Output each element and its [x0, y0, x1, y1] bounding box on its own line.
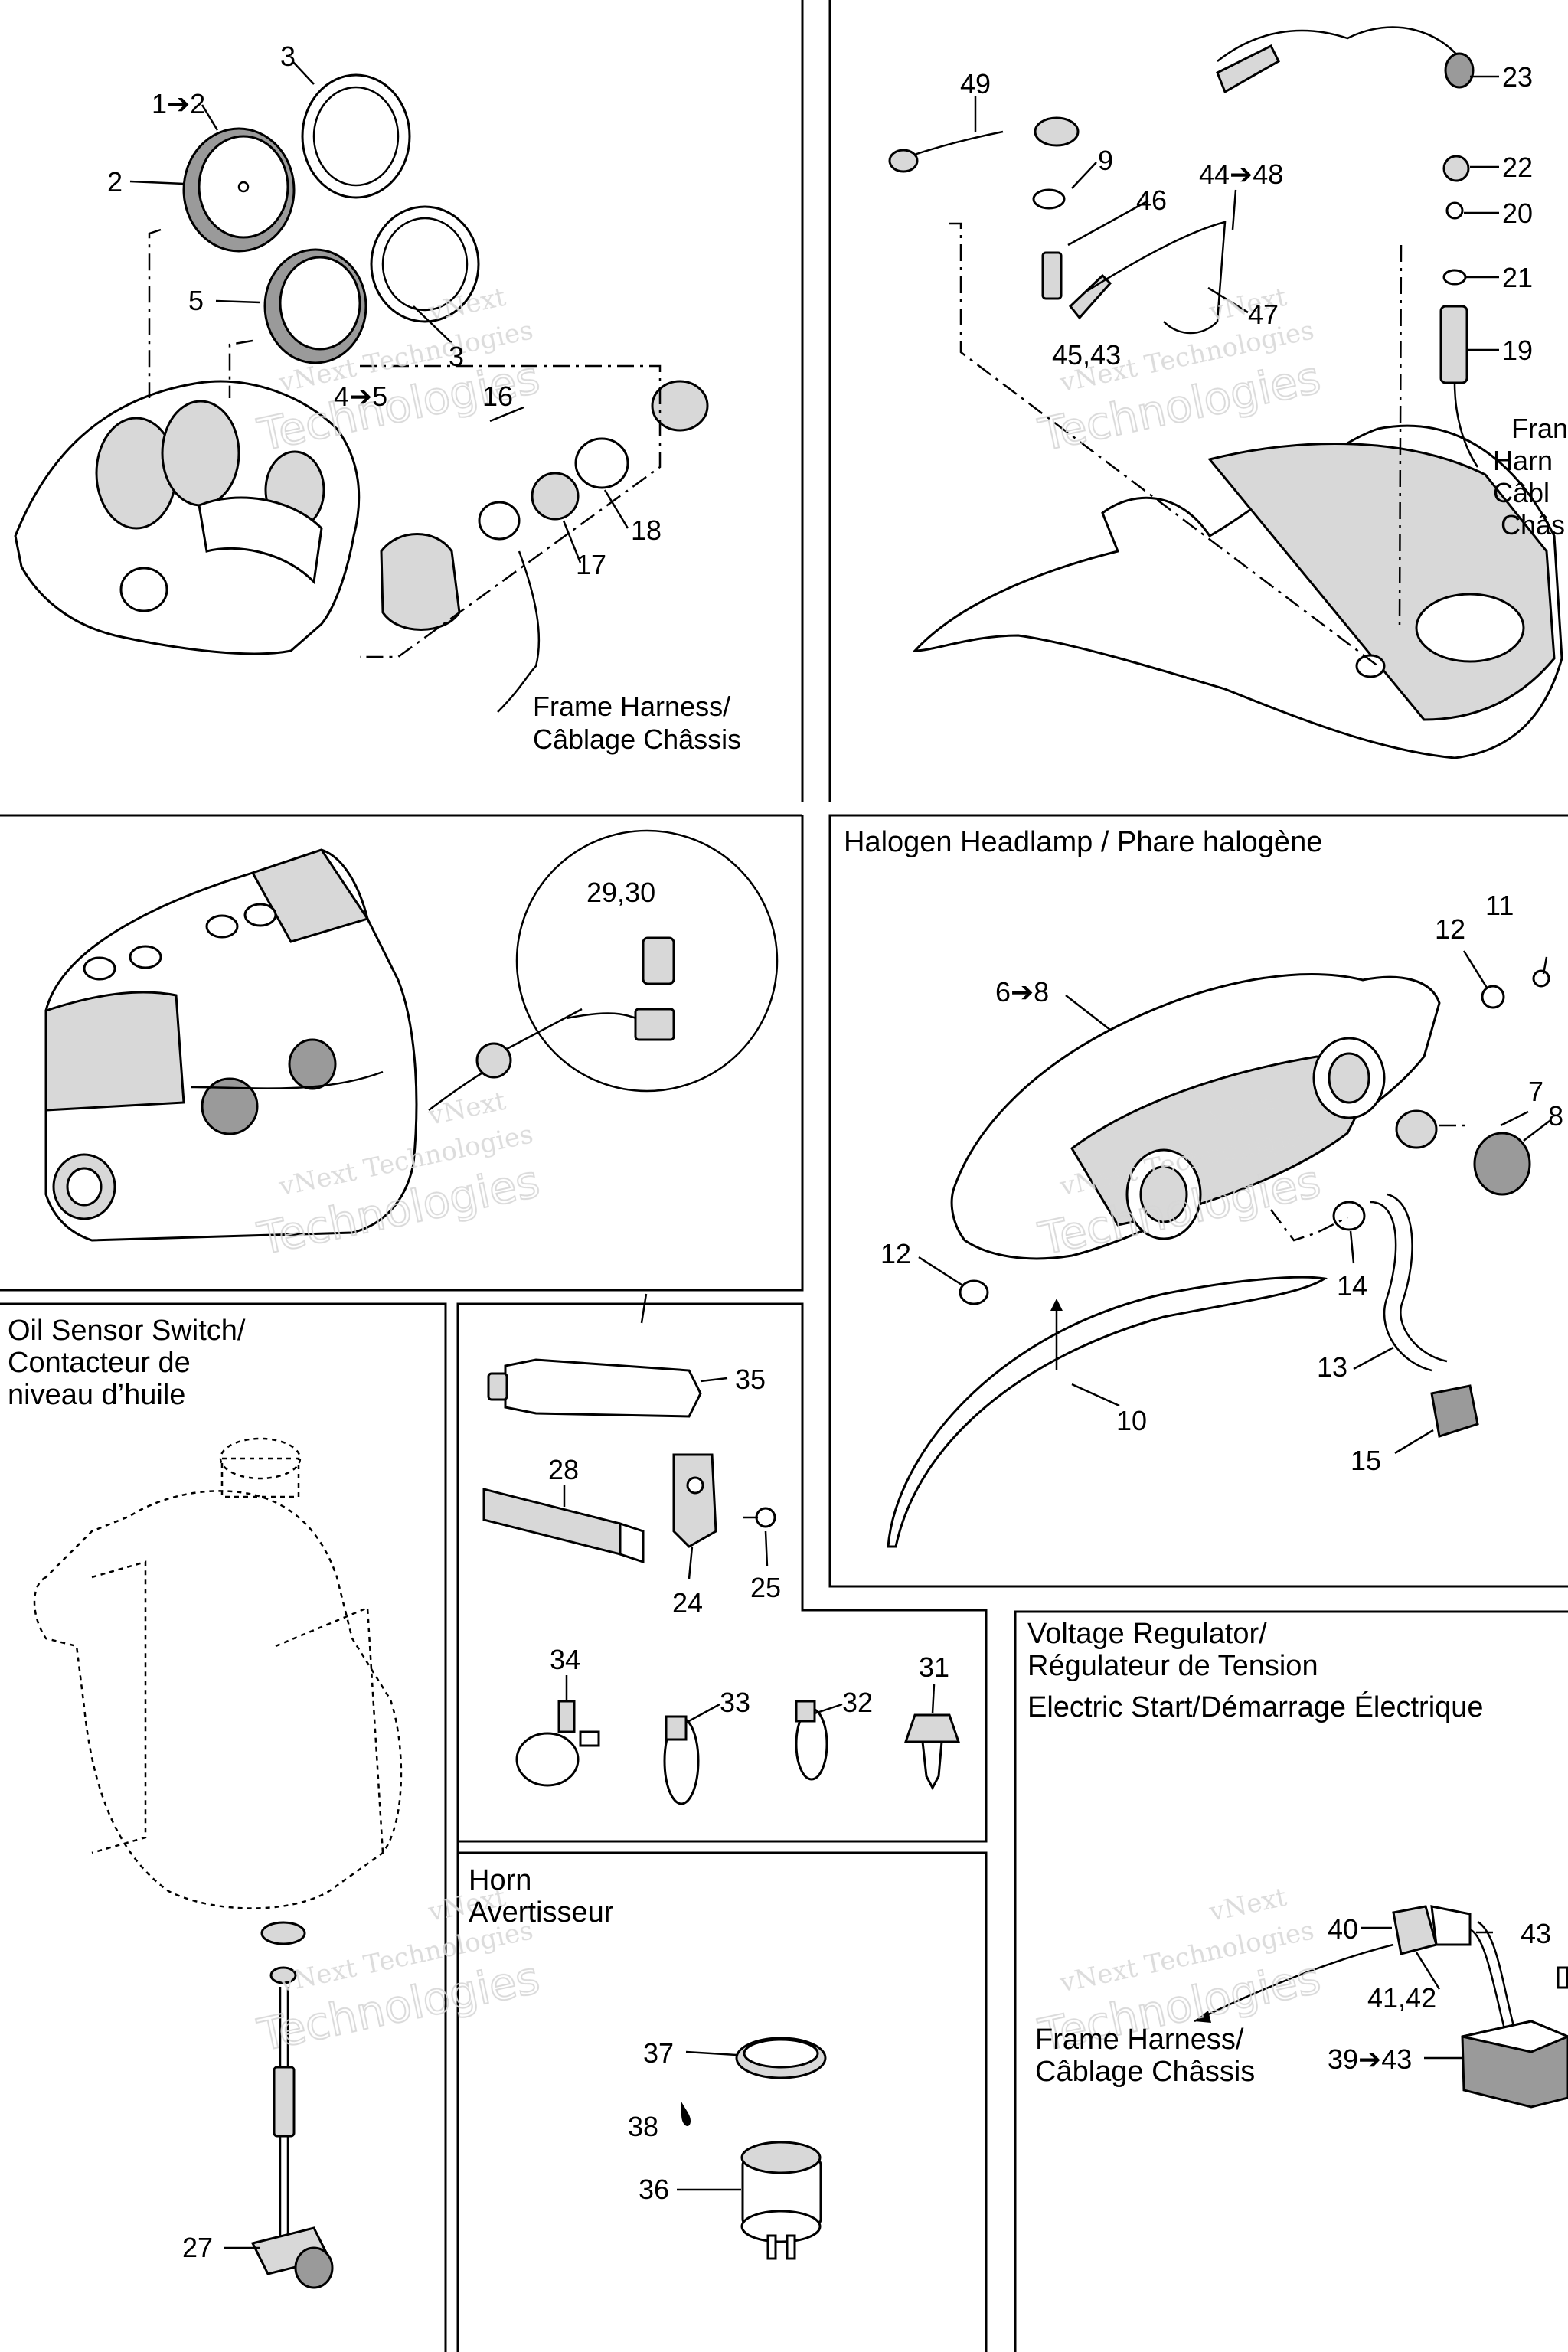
headlamp-panel: [887, 969, 1550, 1548]
callout: 40: [1328, 1913, 1358, 1945]
regulator-panel: [1194, 1905, 1568, 2109]
oil-tank: [33, 1490, 403, 1909]
callout: 45,43: [1052, 339, 1121, 371]
panel-title: Avertisseur: [469, 1896, 614, 1929]
callout: 9: [1098, 145, 1113, 176]
callout: 34: [550, 1644, 580, 1675]
callout: 49: [960, 68, 991, 100]
harness-label: Câbl: [1493, 477, 1550, 508]
callout: 13: [1317, 1351, 1348, 1383]
panel-title: Oil Sensor Switch/: [8, 1315, 246, 1347]
callout: 12: [880, 1238, 911, 1269]
callout: 31: [919, 1651, 949, 1683]
callout: 3: [449, 341, 464, 372]
hardware-panel: [482, 1358, 961, 1805]
callout: 11: [1485, 890, 1514, 921]
callout: 25: [750, 1572, 781, 1603]
callout: 32: [842, 1687, 873, 1718]
callout: 2: [107, 166, 122, 198]
callout: 15: [1351, 1445, 1381, 1476]
horn-body-top: [740, 2141, 822, 2174]
callout: 16: [482, 381, 513, 412]
harness-label: Harn: [1493, 445, 1553, 476]
callout: 28: [548, 1454, 579, 1485]
callout: 35: [735, 1364, 766, 1395]
callout: 41,42: [1367, 1982, 1436, 2014]
callout: 27: [182, 2232, 213, 2263]
callout: 39➔43: [1328, 2043, 1412, 2075]
callout: 14: [1337, 1270, 1367, 1302]
callout: 23: [1502, 61, 1533, 93]
panel-title: Horn: [469, 1864, 531, 1896]
labels: 1➔2 2 3 5 3 4➔5 16 17 18 Frame Harness/ …: [8, 41, 1568, 2263]
callout: 24: [672, 1587, 703, 1619]
panel-title: niveau d’huile: [8, 1379, 185, 1411]
callout: 6➔8: [995, 976, 1049, 1008]
callout: 21: [1502, 262, 1533, 293]
callout: 20: [1502, 198, 1533, 229]
speedometer-gauge: [263, 248, 368, 364]
callout: 29,30: [586, 877, 655, 908]
harness-label: Câblage Châssis: [1035, 2056, 1255, 2088]
callout: 7: [1528, 1076, 1544, 1107]
callout: 33: [720, 1687, 750, 1718]
callout: 5: [188, 285, 204, 316]
callout: 1➔2: [152, 88, 205, 119]
callout: 18: [631, 514, 662, 546]
callout: 12: [1435, 913, 1465, 945]
watermark-line1: vNext: [1206, 1882, 1289, 1929]
harness-label: Câblage Châssis: [533, 724, 741, 755]
callout: 47: [1248, 299, 1279, 330]
panel-title: Contacteur de: [8, 1347, 191, 1379]
headlamp-seal: [887, 1276, 1328, 1548]
harness-label: Frame Harness/: [1035, 2024, 1244, 2056]
engine-panel: [44, 829, 779, 1242]
harness-label: Fran: [1511, 413, 1568, 444]
gauges-panel: [14, 74, 709, 713]
callout: 36: [639, 2174, 669, 2205]
callout: 3: [280, 41, 296, 72]
callout: 8: [1548, 1100, 1563, 1132]
connector-40: [1392, 1905, 1438, 1955]
callout: 37: [643, 2037, 674, 2069]
callout: 44➔48: [1199, 158, 1283, 190]
callout: 19: [1502, 335, 1533, 366]
callout: 4➔5: [334, 381, 387, 412]
callout: 10: [1116, 1405, 1147, 1436]
harness-label: Frame Harness/: [533, 691, 730, 722]
callout: 46: [1136, 185, 1167, 216]
panel-title: Electric Start/Démarrage Électrique: [1027, 1690, 1484, 1723]
panel-title: Voltage Regulator/: [1027, 1618, 1267, 1650]
panel-title: Halogen Headlamp / Phare halogène: [844, 826, 1322, 858]
horn-panel: [681, 2037, 827, 2260]
tachometer-gauge: [182, 127, 296, 253]
leader-lines: [129, 60, 1550, 2249]
watermark-line1: vNext: [425, 1086, 508, 1132]
panel-title: Régulateur de Tension: [1027, 1650, 1318, 1682]
harness-label: Châs: [1501, 509, 1565, 541]
tether-cord: [1217, 26, 1463, 62]
callout: 38: [628, 2111, 658, 2142]
fairing-panel: [888, 26, 1563, 760]
callout: 43: [1521, 1918, 1551, 1949]
push-pin: [903, 1713, 961, 1743]
sealant-tube: [504, 1358, 702, 1418]
oil-sensor-panel: [33, 1437, 403, 2289]
callout: 17: [576, 549, 606, 580]
callout: 22: [1502, 152, 1533, 183]
